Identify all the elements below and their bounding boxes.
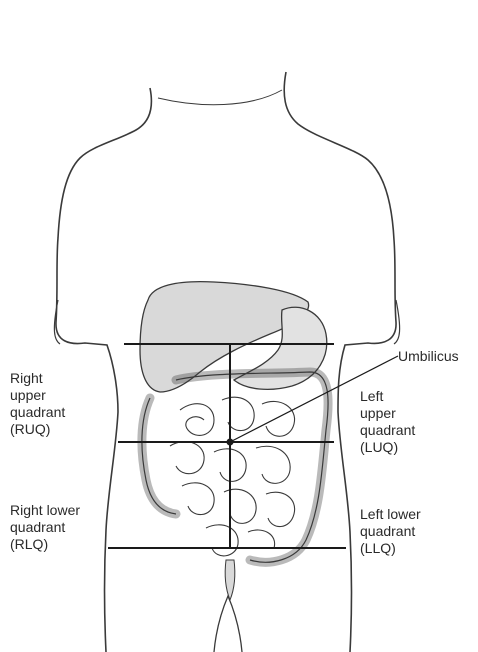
large-intestine-outline [142,372,328,562]
torso-outline [56,88,152,652]
ruq-line-4: (RUQ) [10,421,65,438]
umbilicus-label: Umbilicus [398,348,459,365]
luq-label: Left upper quadrant (LUQ) [360,388,415,456]
rlq-label: Right lower quadrant (RLQ) [10,502,80,553]
luq-line-4: (LUQ) [360,439,415,456]
rlq-line-1: Right lower [10,502,80,519]
luq-line-3: quadrant [360,422,415,439]
ruq-label: Right upper quadrant (RUQ) [10,370,65,438]
ruq-line-3: quadrant [10,404,65,421]
rlq-line-3: (RLQ) [10,536,80,553]
luq-line-2: upper [360,405,415,422]
llq-label: Left lower quadrant (LLQ) [360,506,421,557]
right-arm-inner [54,300,60,344]
llq-line-3: (LLQ) [360,540,421,557]
large-intestine [142,372,328,562]
ruq-line-1: Right [10,370,65,387]
rlq-line-2: quadrant [10,519,80,536]
ruq-line-2: upper [10,387,65,404]
llq-line-1: Left lower [360,506,421,523]
umbilicus-text: Umbilicus [398,348,459,365]
rectum [225,560,235,600]
llq-line-2: quadrant [360,523,421,540]
small-intestine [170,397,295,556]
luq-line-1: Left [360,388,415,405]
neck-line [158,90,282,105]
leg-divider [214,596,242,652]
